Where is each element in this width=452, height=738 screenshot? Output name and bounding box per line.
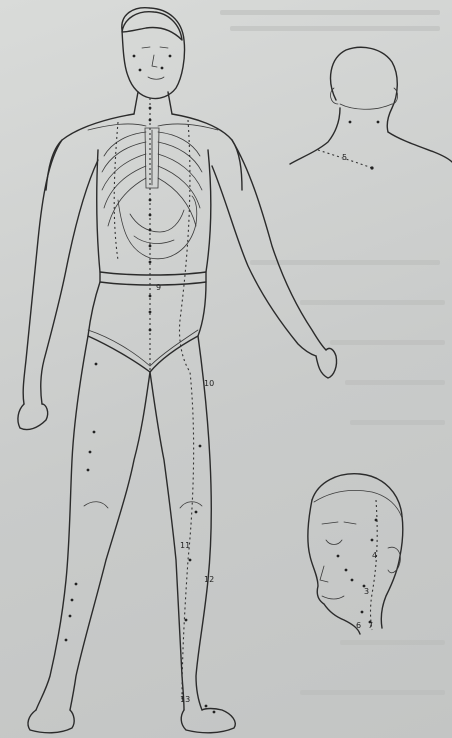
shorts-outline: [88, 282, 206, 372]
figure-right-arm: [212, 140, 326, 356]
clavicles: [88, 124, 218, 130]
face-ear: [388, 547, 400, 573]
label-12: 12: [204, 575, 214, 584]
face-inset: [308, 474, 403, 634]
shorts-hem: [88, 330, 198, 366]
label-3: 3: [364, 587, 369, 596]
rib-cage: [102, 130, 202, 226]
figure-left-arm: [23, 140, 98, 404]
face-features: [320, 522, 356, 599]
back-hairline: [340, 104, 392, 109]
figure-left-foot: [28, 710, 74, 733]
figure-right-leg: [150, 336, 211, 710]
back-head-inset: [290, 47, 452, 169]
label-13: 13: [180, 695, 190, 704]
face-head-outline: [312, 474, 403, 628]
figure-head-outline: [122, 8, 185, 99]
abdominal-organs: [118, 196, 197, 259]
figure-left-leg: [36, 336, 150, 710]
face-front-profile: [308, 500, 360, 634]
acupoints: [65, 55, 216, 714]
label-5: 5: [342, 153, 347, 162]
label-4: 4: [372, 551, 377, 560]
face-hair: [314, 490, 402, 518]
label-9: 9: [156, 283, 161, 292]
figure-right-foot: [181, 709, 235, 733]
figure-face-features: [142, 47, 168, 79]
point-labels: 5 9 10 11 12 13 3 4 6 7: [156, 153, 377, 704]
back-neck-shoulders: [290, 108, 452, 164]
label-7: 7: [368, 621, 373, 630]
label-11: 11: [180, 541, 190, 550]
figure-right-hand: [316, 348, 337, 378]
label-10: 10: [204, 379, 214, 388]
back-head-outline: [331, 47, 398, 132]
waistband: [100, 272, 206, 285]
back-ears: [331, 88, 398, 104]
meridian-line-left-torso: [114, 122, 118, 260]
standing-figure: [18, 8, 337, 733]
figure-left-hand: [18, 404, 48, 430]
figure-hair: [122, 12, 182, 40]
meridian-line-right-torso: [179, 120, 193, 700]
label-6: 6: [356, 621, 361, 630]
knee-details: [84, 502, 202, 508]
